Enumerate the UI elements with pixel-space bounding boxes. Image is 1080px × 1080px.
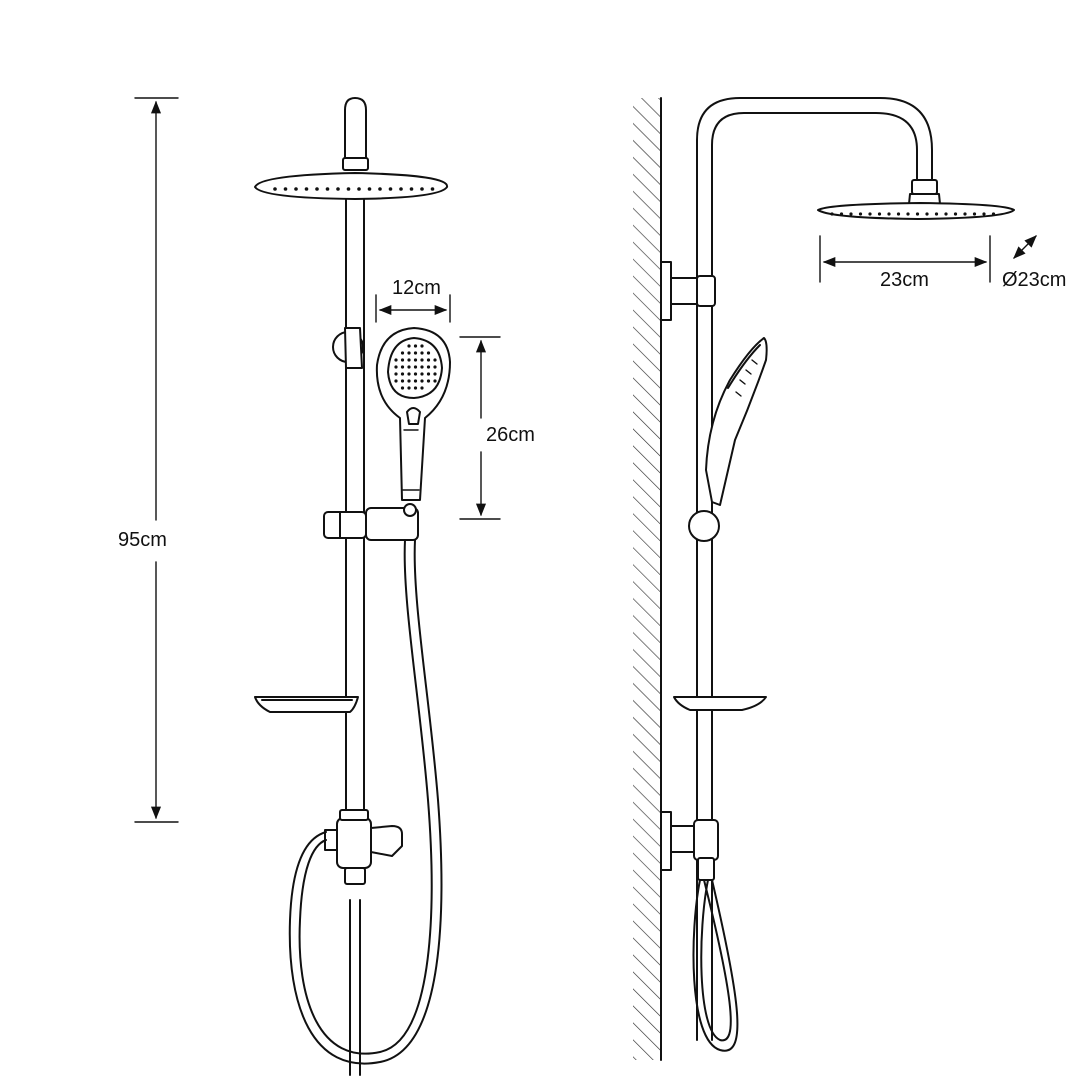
wall-bracket-bottom: [660, 811, 719, 881]
wall-bracket-top: [660, 261, 716, 321]
front-view: [134, 97, 501, 1076]
hand-shower-holder: [332, 327, 364, 369]
rain-shower-head: [254, 172, 448, 200]
side-hose: [692, 879, 739, 1052]
side-soap-tray: [673, 696, 767, 711]
height-dimension-line: [134, 97, 179, 823]
diagonal-arrow-icon: [1013, 235, 1037, 259]
hand-shower: [375, 327, 451, 501]
hand-length-dimension-line: [459, 336, 501, 520]
hand-width-dimension-line: [375, 294, 451, 323]
riser-pipe: [342, 97, 369, 1076]
diverter-valve: [324, 809, 403, 885]
wall: [633, 97, 662, 1061]
hand-shower-length-label: 26cm: [486, 424, 535, 446]
slide-holder: [323, 503, 419, 541]
side-rain-shower-head: [817, 202, 1015, 220]
side-hand-shower: [688, 337, 768, 542]
side-view: [633, 97, 1037, 1061]
height-label: 95cm: [118, 529, 167, 551]
hose: [288, 539, 443, 1065]
side-riser-pipe: [696, 97, 941, 1041]
head-width-label: 23cm: [880, 269, 929, 291]
hand-shower-width-label: 12cm: [392, 277, 441, 299]
soap-tray: [254, 696, 359, 713]
head-width-dimension-line: [819, 235, 991, 283]
head-diameter-label: Ø23cm: [1002, 269, 1067, 291]
